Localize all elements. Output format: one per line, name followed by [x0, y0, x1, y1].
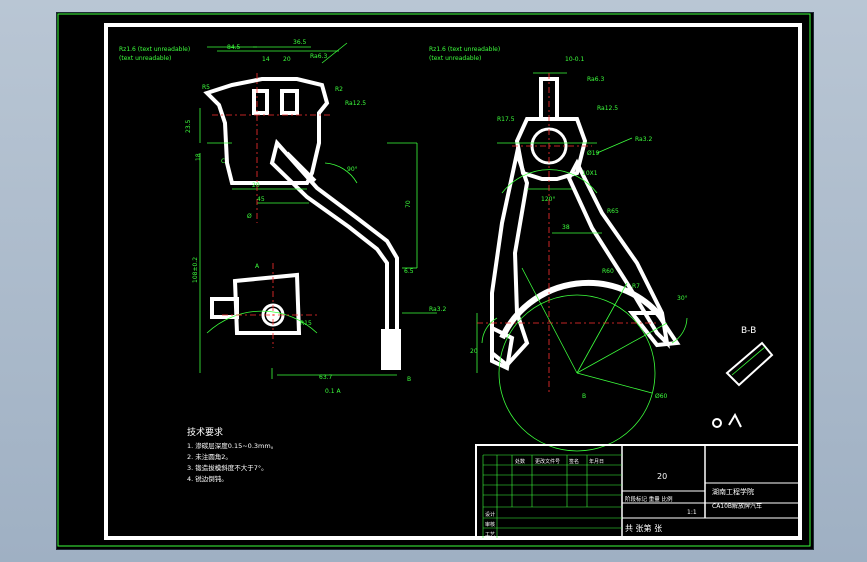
dim-18: 18	[195, 153, 202, 161]
dim-120: 120°	[541, 196, 555, 203]
dim-r5: R5	[202, 84, 210, 91]
dim-14: 14	[262, 56, 270, 63]
right-centerlines	[477, 73, 657, 393]
label-b-right: B	[582, 393, 586, 400]
left-note-1: Rz1.6 (text unreadable)	[119, 46, 190, 53]
ra32-left: Ra3.2	[429, 306, 446, 313]
school-line-1: 湖南工程学院	[712, 487, 754, 496]
dim-845: 84.5	[227, 44, 241, 51]
title-block	[475, 444, 801, 539]
dim-d60: Ø60	[655, 393, 668, 400]
left-note-2: (text unreadable)	[119, 55, 171, 62]
section-label: B-B	[741, 326, 756, 336]
hdr-sign: 签名	[569, 458, 579, 465]
left-dim-text: Rz1.6 (text unreadable) (text unreadable…	[119, 39, 446, 395]
right-note-1: Rz1.6 (text unreadable)	[429, 46, 500, 53]
dim-65: 6.5	[404, 268, 414, 275]
dim-r60: R60	[602, 268, 614, 275]
row-design: 设计	[485, 511, 495, 518]
dim-10: 10-0.1	[565, 56, 585, 63]
dim-r65: R65	[607, 208, 619, 215]
dim-38: 38	[562, 224, 570, 231]
dim-10x1: 10X1	[582, 170, 598, 177]
tech-note-1: 1. 渗碳层深度0.15~0.3mm。	[187, 441, 277, 450]
dim-20b: 20	[252, 182, 260, 189]
right-note-2: (text unreadable)	[429, 55, 481, 62]
tech-note-4: 4. 锐边倒钝。	[187, 474, 228, 483]
section-bb	[712, 341, 774, 428]
tech-title: 技术要求	[187, 426, 223, 438]
cad-drawing: Rz1.6 (text unreadable) (text unreadable…	[57, 13, 811, 547]
drawing-frame: Rz1.6 (text unreadable) (text unreadable…	[56, 12, 814, 550]
tech-note-2: 2. 未注圆角2。	[187, 452, 232, 461]
scale-value: 20	[657, 472, 667, 481]
dim-30: 30°	[677, 295, 688, 302]
dim-r15: R15	[300, 320, 312, 327]
left-dimensions	[199, 42, 437, 379]
dim-108: 108±0.2	[192, 257, 199, 283]
dim-d19: Ø19	[587, 150, 600, 157]
right-dim-text: Rz1.6 (text unreadable) (text unreadable…	[429, 46, 688, 400]
dim-90-left: 90°	[347, 166, 358, 173]
hdr-count: 处数	[515, 458, 525, 465]
dim-637: 63.7	[319, 374, 333, 381]
tech-note-3: 3. 锻造拔模斜度不大于7°。	[187, 463, 268, 472]
dim-45: 45	[257, 196, 265, 203]
label-b-left: B	[407, 376, 411, 383]
dim-r175: R17.5	[497, 116, 515, 123]
dim-r2: R2	[335, 86, 343, 93]
hdr-date: 年月日	[589, 458, 604, 465]
ra63-left: Ra6.3	[310, 53, 327, 60]
label-a: A	[255, 263, 260, 270]
row-review: 审核	[485, 521, 495, 528]
label-c-left: C	[221, 158, 225, 165]
hdr-docno: 更改文件号	[535, 458, 560, 465]
outer-border	[57, 13, 811, 547]
dim-365: 36.5	[293, 39, 307, 46]
inner-border	[104, 23, 802, 540]
dim-20: 20	[283, 56, 291, 63]
ra125-left: Ra12.5	[345, 100, 366, 107]
sheet-count: 共 张第 张	[625, 523, 662, 533]
dim-r7: R7	[632, 283, 640, 290]
ra63-right: Ra6.3	[587, 76, 604, 83]
dim-235: 23.5	[185, 119, 192, 133]
row-process: 工艺	[485, 532, 495, 538]
left-centerlines	[212, 73, 332, 348]
right-dimensions	[476, 72, 688, 452]
dim-dia: Ø	[247, 213, 252, 220]
ra125-right: Ra12.5	[597, 105, 618, 112]
dim-70: 70	[405, 200, 412, 208]
tolerance-box: 0.1 A	[325, 388, 341, 395]
title-block-text: 20 1:1 阶段标记 重量 比例 设计 审核 工艺 处数 更改文件号 签名 年…	[485, 458, 762, 538]
dim-20-right: 20	[470, 348, 478, 355]
scale-ratio: 1:1	[687, 509, 697, 516]
mid-labels: 阶段标记 重量 比例	[625, 495, 673, 503]
school-line-2: CA10B解放牌汽车	[712, 502, 762, 510]
tech-requirements: 技术要求 1. 渗碳层深度0.15~0.3mm。 2. 未注圆角2。 3. 锻造…	[187, 426, 277, 483]
right-part	[490, 77, 681, 371]
ra32-right: Ra3.2	[635, 136, 652, 143]
